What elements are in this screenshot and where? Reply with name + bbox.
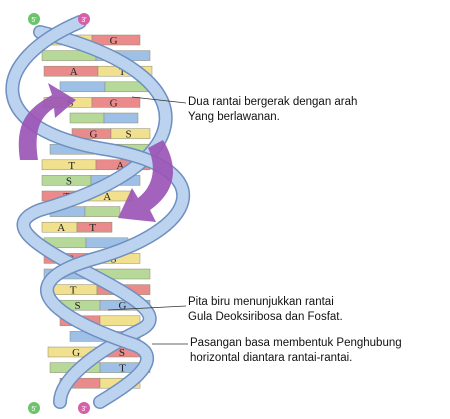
base-letter-left-16: T [70,285,77,297]
base-letter-right-4: G [110,97,118,109]
label-base-pairs: Pasangan basa membentuk Penghubung horiz… [190,336,402,366]
base-letter-right-21: T [119,363,126,375]
arrows-group [18,83,173,222]
base-left-5 [69,112,105,124]
leader-lines [107,96,188,345]
terminals: 5' 3' 5' 3' [28,13,90,414]
base-letter-right-20: S [119,347,125,359]
base-letter-left-8: T [68,160,75,172]
base-left-3 [59,81,106,93]
base-right-0 [91,34,141,46]
base-letter-right-8: A [116,160,124,172]
base-letter-right-17: G [119,300,127,312]
base-letter-left-9: S [66,175,72,187]
base-right-11 [84,206,121,217]
sugar-phosphate-backbone [5,15,191,409]
label-blue-backbone: Pita biru menunjukkan rantai Gula Deoksi… [188,295,343,325]
backbone-strand-b-fill [7,16,189,408]
label-blue-backbone-line1: Pita biru menunjukkan rantai [188,296,334,308]
arrow-upper-left [18,83,76,160]
label-base-pairs-line1: Pasangan basa membentuk Penghubung [190,337,402,349]
base-letter-left-12: A [57,222,65,234]
terminal-bottom-left: 5' [31,406,36,413]
base-letter-right-12: T [89,222,96,234]
base-letter-right-10: A [103,191,111,203]
base-letter-left-6: G [89,129,97,141]
backbone-strand-a-fill [18,26,172,408]
leader-line-backbone [107,305,187,311]
label-opposite-strands-line2: Yang berlawanan. [188,111,280,123]
base-letter-right-6: S [125,129,131,141]
base-right-4 [91,97,141,108]
label-opposite-strands: Dua rantai bergerak dengan arah Yang ber… [188,95,357,125]
base-letter-right-0: G [110,35,118,47]
label-blue-backbone-line2: Gula Deoksiribosa dan Fosfat. [188,311,343,323]
label-opposite-strands-line1: Dua rantai bergerak dengan arah [188,96,358,108]
base-letter-left-20: G [72,347,80,359]
base-right-12 [76,221,113,233]
base-letter-left-2: A [70,66,78,78]
base-right-5 [103,112,139,124]
leader-line-strands [131,96,187,104]
terminal-bottom-right: 3' [81,406,86,413]
terminal-top-right: 3' [81,17,86,24]
terminal-top-left: 5' [31,17,36,24]
base-letter-right-2: T [119,66,126,78]
base-right-18 [99,315,141,327]
base-letter-left-17: S [74,300,80,312]
base-right-6 [110,128,151,139]
label-base-pairs-line2: horizontal diantara rantai-rantai. [190,352,353,364]
arrow-right [118,140,173,222]
